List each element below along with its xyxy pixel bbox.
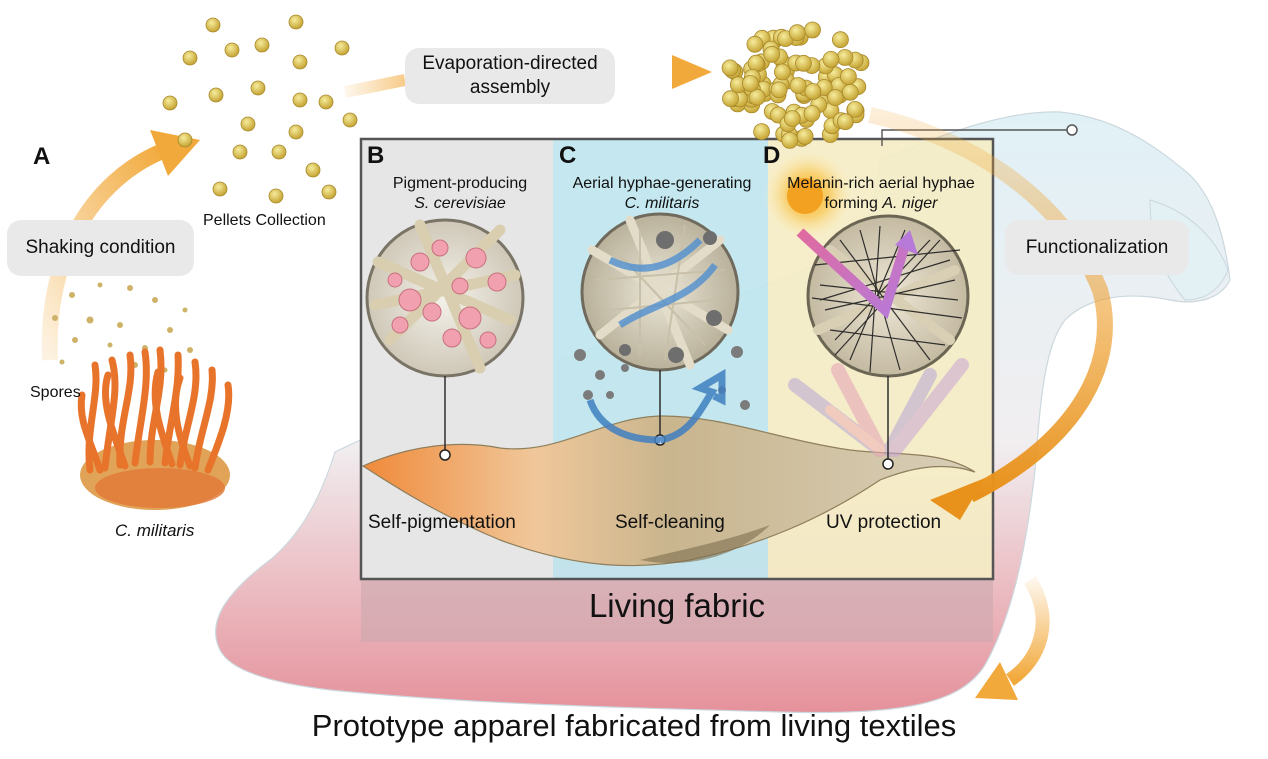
evaporation-label-line1: Evaporation-directed bbox=[422, 53, 598, 75]
evaporation-label-line2: assembly bbox=[469, 77, 551, 98]
magnified-view-c bbox=[580, 212, 740, 372]
panel-d-caption-line2-prefix: forming bbox=[824, 195, 883, 212]
pellets-scatter bbox=[162, 14, 358, 204]
uv-reflection-rays bbox=[788, 358, 969, 457]
fabric-shadow bbox=[640, 525, 770, 564]
pellets-collection-label: Pellets Collection bbox=[203, 212, 326, 229]
arrow-evaporation-head bbox=[672, 55, 712, 89]
living-fabric-label: Living fabric bbox=[588, 587, 766, 624]
arrow-apparel bbox=[1005, 576, 1050, 686]
cleaning-arrow-right bbox=[659, 368, 726, 444]
functionalization-pill: Functionalization bbox=[1005, 220, 1189, 275]
spores-label: Spores bbox=[30, 384, 81, 401]
panel-b-caption-line2: S. cerevisiae bbox=[414, 195, 506, 212]
shaking-condition-label: Shaking condition bbox=[25, 237, 176, 259]
panel-c-caption-line1: Aerial hyphae-generating bbox=[572, 175, 752, 192]
apparel-pointer-line bbox=[881, 129, 1068, 146]
self-cleaning-label: Self-cleaning bbox=[615, 512, 725, 533]
panel-d-caption-line2-species: A. niger bbox=[882, 195, 938, 212]
apparel-pointer-dot bbox=[1066, 124, 1078, 136]
living-fabric-band bbox=[361, 578, 993, 642]
panel-frame bbox=[359, 137, 995, 581]
callout-point-b bbox=[439, 449, 451, 461]
sun-core bbox=[787, 178, 823, 214]
evaporation-pill: Evaporation-directed assembly bbox=[405, 48, 615, 104]
cleaning-arrow-left bbox=[586, 398, 661, 444]
pellets-cluster bbox=[721, 21, 870, 149]
shaking-condition-pill: Shaking condition bbox=[7, 220, 194, 276]
arrow-evaporation-tail bbox=[343, 74, 407, 98]
magnified-view-b bbox=[365, 218, 525, 378]
bottom-caption: Prototype apparel fabricated from living… bbox=[311, 708, 957, 743]
fabric-surface bbox=[361, 415, 976, 567]
panel-c-label: C bbox=[559, 142, 577, 169]
panel-c-caption: Aerial hyphae-generating C. militaris bbox=[556, 174, 768, 214]
callout-point-d bbox=[882, 458, 894, 470]
functionalization-label: Functionalization bbox=[1025, 236, 1169, 258]
self-pigmentation-label: Self-pigmentation bbox=[368, 512, 516, 533]
panel-b-caption: Pigment-producing S. cerevisiae bbox=[370, 174, 550, 214]
arrow-apparel-head bbox=[975, 662, 1018, 700]
panel-d-caption: Melanin-rich aerial hyphae forming A. ni… bbox=[770, 174, 992, 214]
panel-b-label: B bbox=[367, 142, 385, 169]
uv-protection-label: UV protection bbox=[826, 512, 942, 533]
organism-label: C. militaris bbox=[115, 521, 195, 540]
panel-b-caption-line1: Pigment-producing bbox=[392, 175, 528, 192]
panel-a-label: A bbox=[33, 143, 51, 170]
panel-d-caption-line1: Melanin-rich aerial hyphae bbox=[787, 175, 975, 192]
arrow-functionalization-head bbox=[930, 478, 985, 520]
panel-d-label: D bbox=[763, 142, 781, 169]
arrow-functionalization bbox=[868, 107, 1113, 503]
spores bbox=[52, 282, 193, 375]
fungus-illustration bbox=[77, 346, 233, 510]
panel-c-caption-line2: C. militaris bbox=[624, 195, 700, 212]
